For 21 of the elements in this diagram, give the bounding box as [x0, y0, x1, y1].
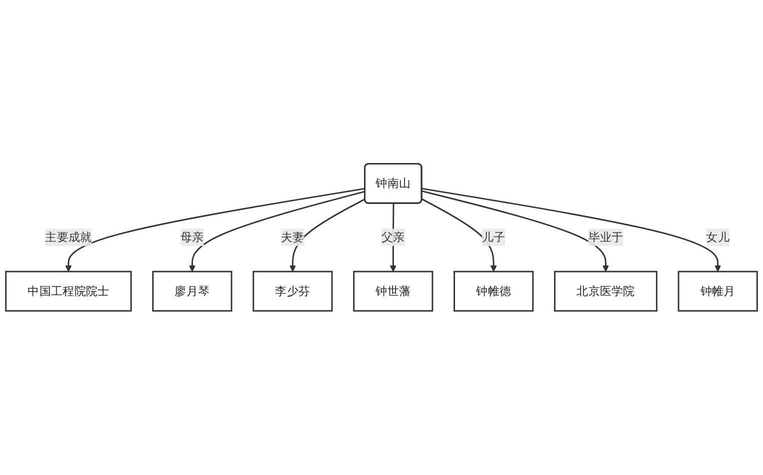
edge-label: 父亲 [382, 230, 405, 244]
arrow [390, 204, 396, 272]
arrow [422, 188, 722, 272]
edge-label: 主要成就 [45, 230, 92, 244]
edge-label: 女儿 [706, 230, 730, 244]
edge-label: 母亲 [180, 230, 204, 244]
node-box: 李少芬 [252, 270, 333, 312]
node-box: 北京医学院 [554, 270, 658, 312]
arrow [189, 190, 366, 272]
arrow [422, 198, 497, 272]
node-box: 钟帷月 [678, 270, 758, 312]
node-box: 廖月琴 [152, 270, 232, 312]
edge-label: 夫妻 [281, 230, 304, 244]
node-box: 中国工程院院士 [5, 270, 132, 312]
arrow [422, 190, 609, 272]
arrow [65, 188, 366, 272]
node-box: 钟世藩 [353, 270, 434, 312]
node-box: 钟帷德 [454, 270, 534, 312]
arrow [289, 198, 366, 272]
edge-label: 儿子 [482, 230, 506, 244]
edge-label: 毕业于 [588, 230, 624, 244]
